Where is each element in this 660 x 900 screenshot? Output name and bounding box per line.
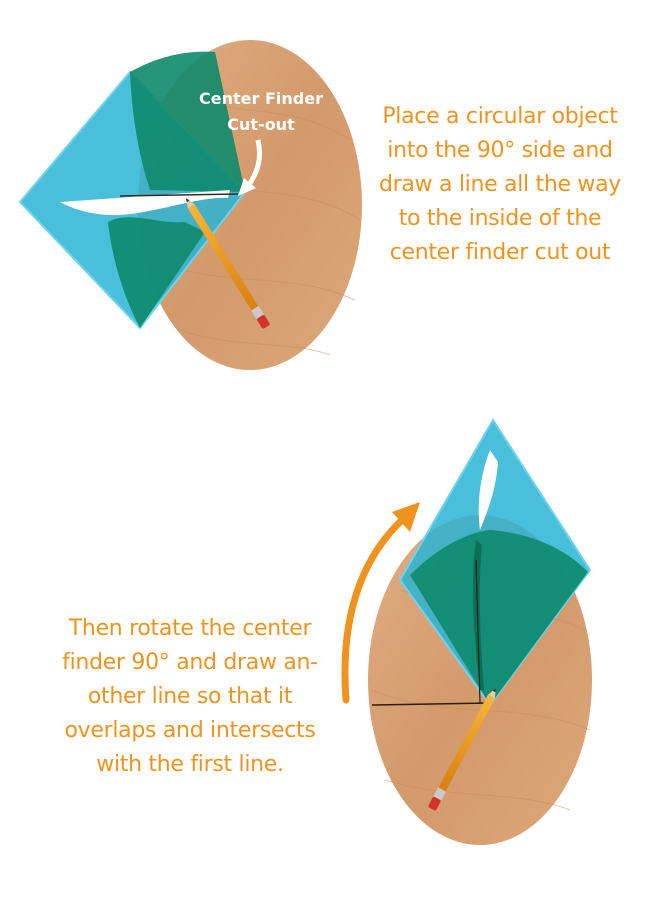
- center-finder-callout: Center Finder Cut-out: [186, 86, 336, 138]
- step2-caption: Then rotate the center finder 90° and dr…: [40, 612, 340, 782]
- step2-caption-line: Then rotate the center: [68, 616, 312, 641]
- step1-caption-line: into the 90° side and: [387, 138, 613, 163]
- step1-caption: Place a circular object into the 90° sid…: [370, 100, 630, 270]
- step1-caption-line: center finder cut out: [389, 240, 611, 265]
- pencil-1: [186, 198, 270, 329]
- tool-wood-overlap-2: [410, 530, 588, 705]
- drawn-line-1: [119, 193, 239, 197]
- step2-caption-line: overlaps and intersects: [64, 718, 316, 743]
- tool-wood-overlap-1a: [130, 51, 245, 192]
- step2-caption-line: with the first line.: [96, 752, 284, 777]
- tool-wood-overlap-1b: [108, 217, 205, 328]
- rotate-arrow: [341, 516, 406, 704]
- callout-line-2: Cut-out: [227, 115, 295, 134]
- step2-caption-line: other line so that it: [87, 684, 293, 709]
- callout-line-1: Center Finder: [199, 89, 323, 108]
- callout-arrowhead: [238, 178, 256, 196]
- step1-caption-line: draw a line all the way: [378, 172, 622, 197]
- step2-caption-line: finder 90° and draw an-: [62, 650, 318, 675]
- step1-illustration: [18, 40, 362, 370]
- callout-arrow: [245, 139, 263, 188]
- rotate-arrowhead: [392, 502, 420, 532]
- drawn-line-2b: [475, 559, 481, 704]
- drawn-line-2a: [371, 702, 491, 706]
- cutout-slot-1: [60, 190, 230, 216]
- step1-caption-line: to the inside of the: [398, 206, 602, 231]
- cutout-slot-2: [478, 450, 498, 530]
- step1-caption-line: Place a circular object: [382, 104, 618, 129]
- cutout-slot-2b: [473, 540, 484, 690]
- step2-illustration: [341, 418, 592, 845]
- pencil-2: [428, 688, 496, 811]
